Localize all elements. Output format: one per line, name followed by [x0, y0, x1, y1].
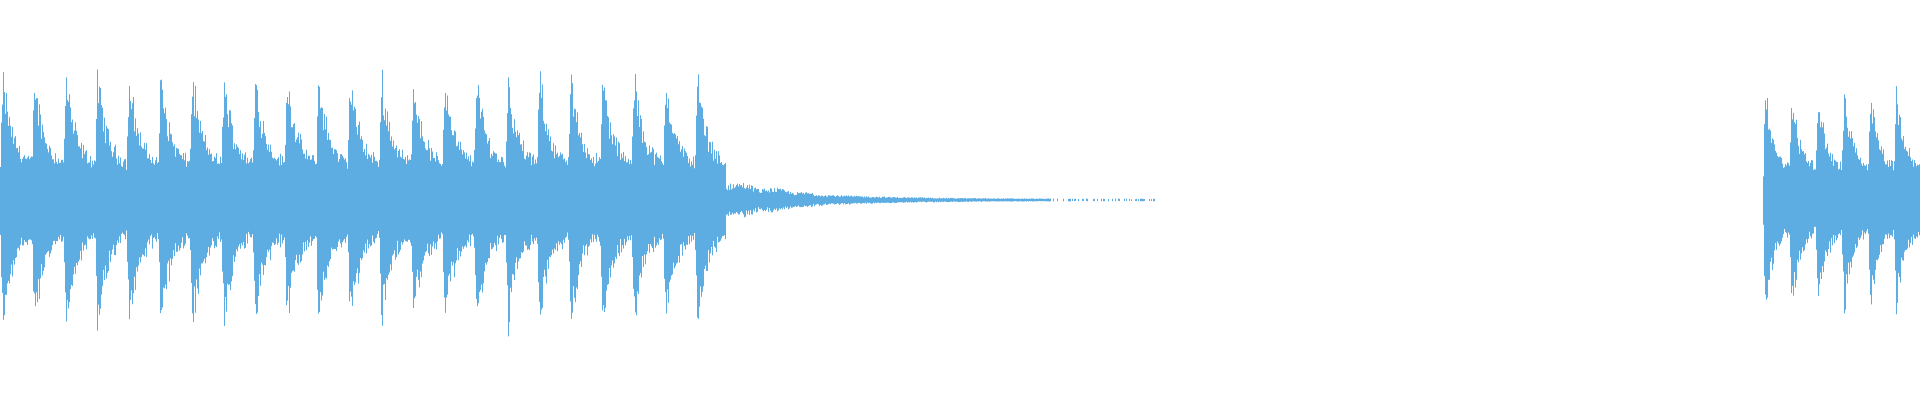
waveform-bars — [0, 69, 1920, 337]
